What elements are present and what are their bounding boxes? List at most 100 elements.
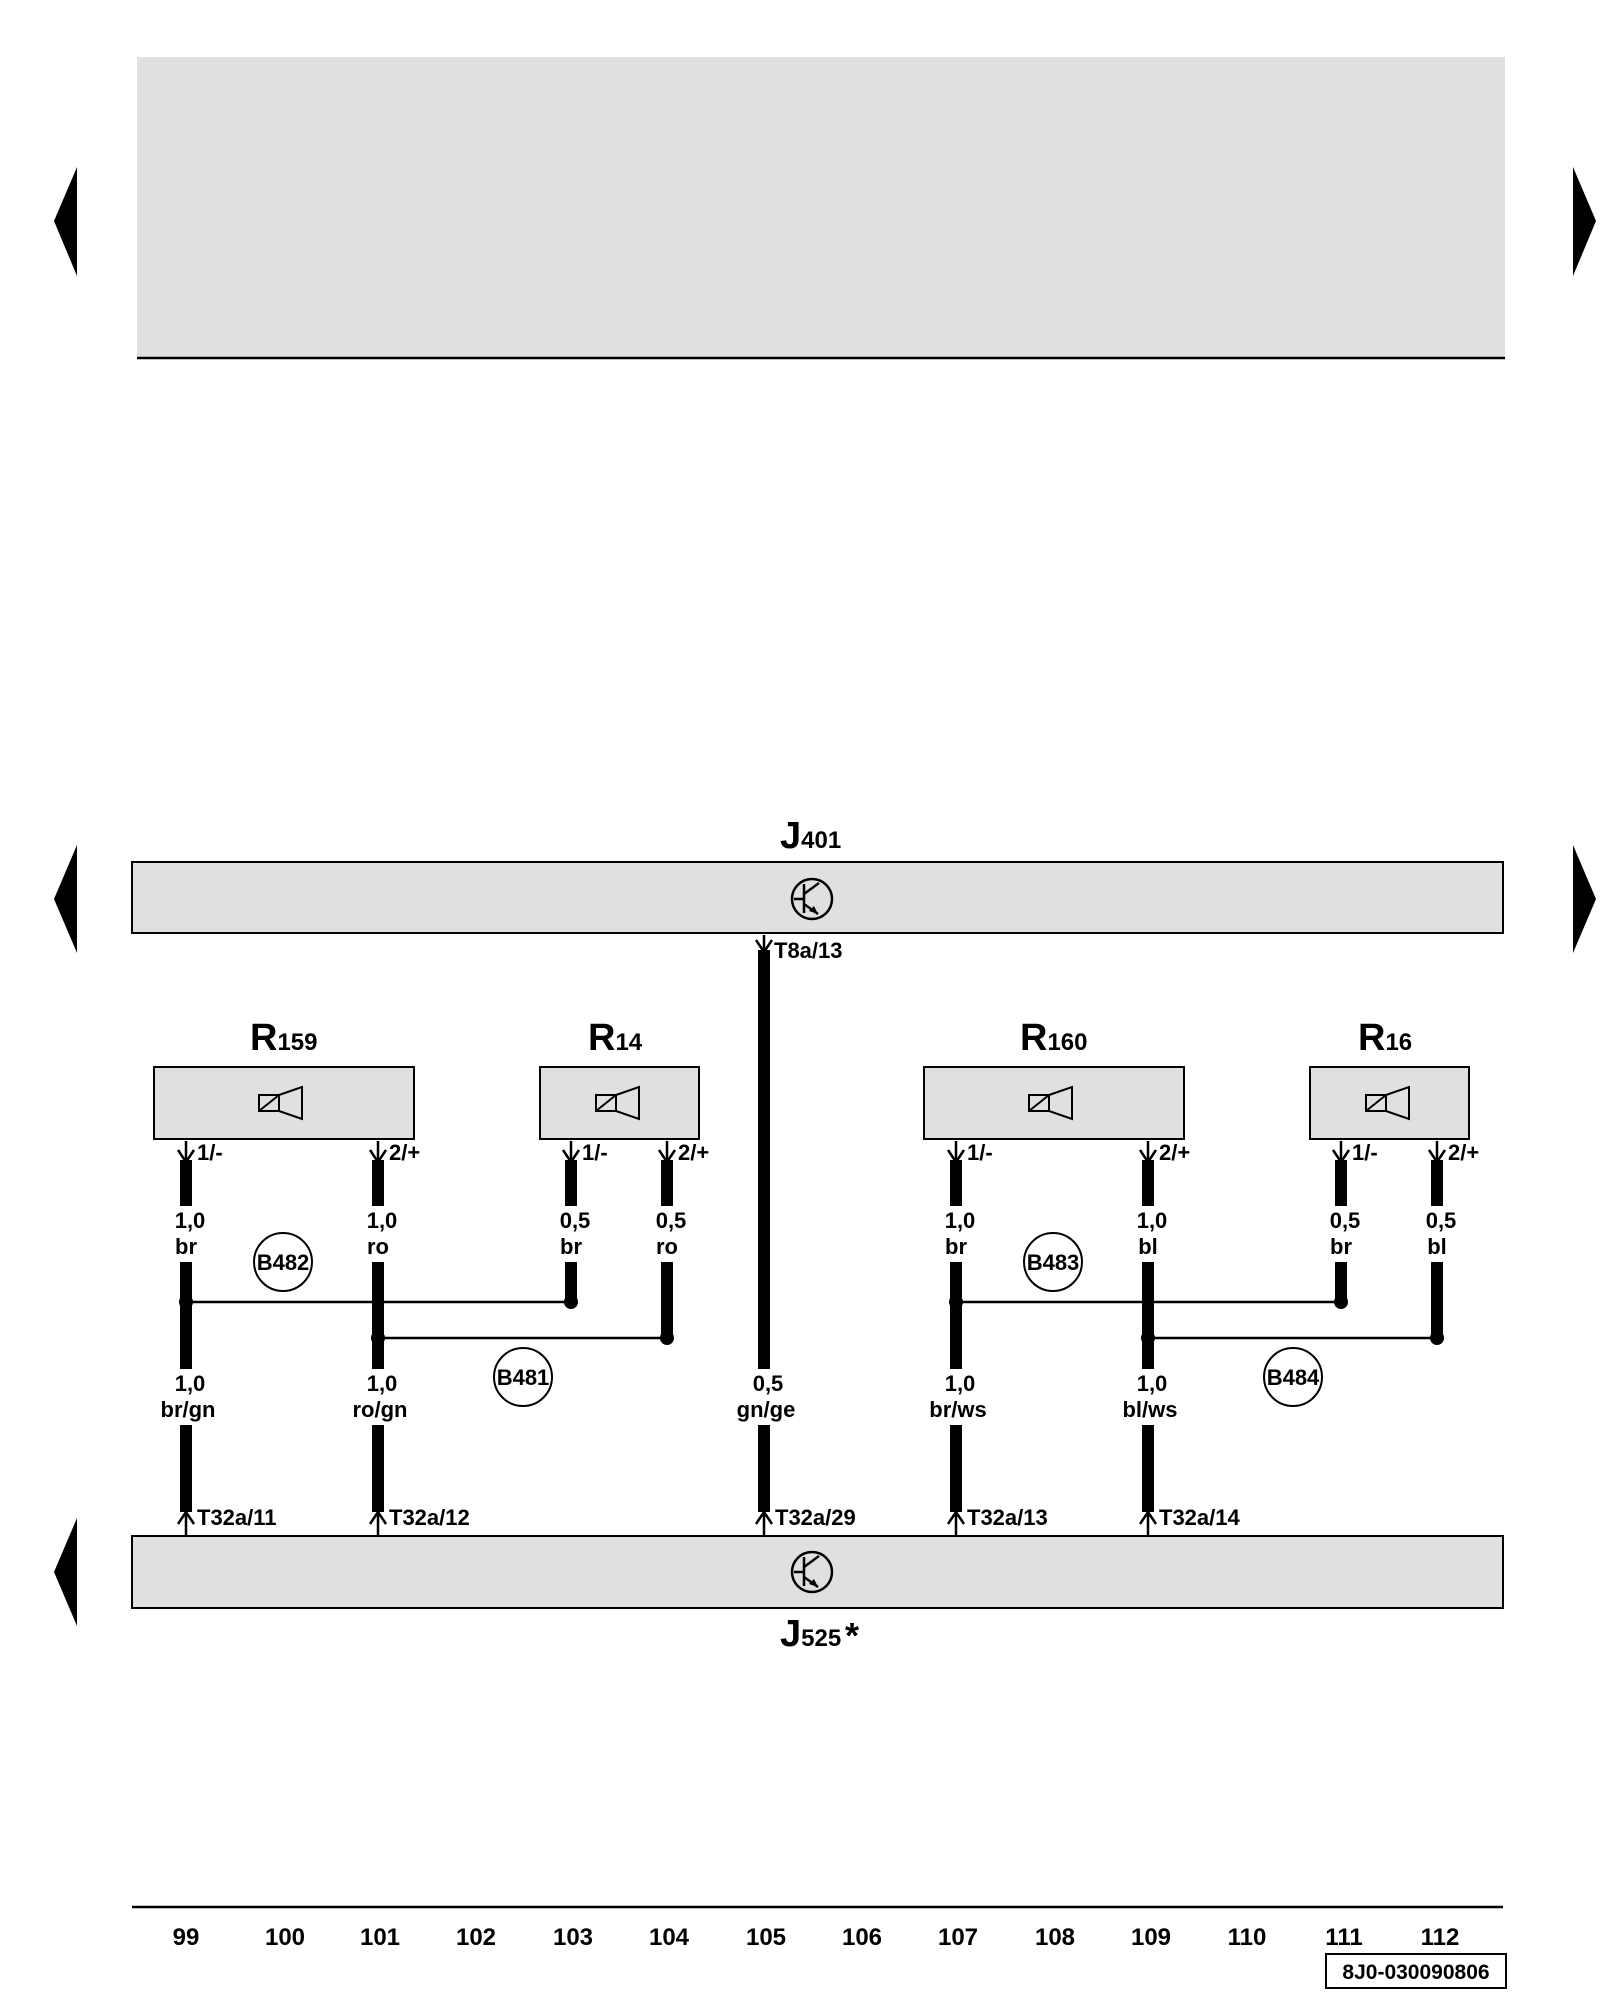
r159-body [153,1066,415,1140]
grid-number: 99 [173,1924,200,1951]
pin-r16-1: 1/- [1352,1140,1378,1165]
grid-number: 112 [1421,1924,1460,1951]
grid-number: 104 [649,1924,690,1951]
junction-dot [1334,1295,1348,1309]
speaker-icon [1028,1085,1073,1121]
control-unit-icon [790,877,834,921]
control-unit-icon [790,1550,834,1594]
wire-labels: 1,0 br 1,0 ro 0,5 br 0,5 ro 1,0 br 1,0 b… [161,1208,1457,1422]
junction-dot [564,1295,578,1309]
pin-t32a-13: T32a/13 [967,1505,1048,1530]
grid-number: 109 [1131,1924,1171,1951]
wire-109-top-size: 1,0 [1137,1208,1168,1233]
grid-number: 108 [1035,1924,1075,1951]
wire-104-size: 0,5 [656,1208,687,1233]
doc-id-box: 8J0-030090806 [1325,1953,1507,1989]
connection-b483-ring [1023,1232,1083,1292]
junction-links [179,1295,1444,1345]
connection-b481: B481 [497,1365,550,1390]
pin-t32a-12: T32a/12 [389,1505,470,1530]
grid-numbers: 99 100 101 102 103 104 105 106 107 108 1… [173,1924,1460,1951]
connection-b482-ring [253,1232,313,1292]
junction-dot [371,1331,385,1345]
speaker-icon [1365,1085,1410,1121]
r160-body [923,1066,1185,1140]
next-page-arrow-middle[interactable] [1573,845,1596,953]
speaker-icon [595,1085,640,1121]
connection-b484-ring [1263,1347,1323,1407]
j401-body [131,861,1504,934]
pin-r160-2: 2/+ [1159,1140,1190,1165]
connection-b484: B484 [1267,1365,1320,1390]
pin-r14-2: 2/+ [678,1140,709,1165]
grid-number: 101 [360,1924,400,1951]
junction-dot [1430,1331,1444,1345]
wire-99-top-color: br [175,1234,197,1259]
wire-107-top-size: 1,0 [945,1208,976,1233]
wires [180,950,1443,1512]
component-r160[interactable]: R160 [923,1017,1185,1140]
pin-t32a-11: T32a/11 [197,1505,277,1530]
wire-105-color: gn/ge [737,1397,796,1422]
pin-r159-2: 2/+ [389,1140,420,1165]
wire-111-size: 0,5 [1330,1208,1361,1233]
component-j401[interactable]: J401 [131,815,1504,934]
pin-markers: T8a/13 1/- 2/+ 1/- 2/+ 1/- 2/+ 1/- 2/+ T… [176,935,1479,1535]
pin-r159-1: 1/- [197,1140,223,1165]
wire-101-bot-color: ro/gn [353,1397,408,1422]
grid-number: 105 [746,1924,786,1951]
junction-dot [660,1331,674,1345]
wire-99-bot-size: 1,0 [175,1371,206,1396]
r14-body [539,1066,700,1140]
r160-label: R160 [1020,1017,1088,1059]
pin-r14-1: 1/- [582,1140,608,1165]
wire-112-size: 0,5 [1426,1208,1457,1233]
component-r159[interactable]: R159 [153,1017,415,1140]
grid-number: 110 [1228,1924,1267,1951]
r14-label: R14 [588,1017,643,1059]
wire-99-top-size: 1,0 [175,1208,206,1233]
wire-101-top-size: 1,0 [367,1208,398,1233]
prev-page-arrow-middle[interactable] [54,845,77,953]
r159-label: R159 [250,1017,318,1059]
pin-t32a-14: T32a/14 [1159,1505,1240,1530]
wire-109-bot-size: 1,0 [1137,1371,1168,1396]
grid-number: 111 [1325,1924,1362,1951]
j525-label: J525 [780,1613,841,1655]
j401-label: J401 [780,815,841,857]
component-j525[interactable]: J525 * [131,1535,1504,1656]
grid-number: 103 [553,1924,593,1951]
speaker-icon [258,1085,303,1121]
junction-dot [1141,1331,1155,1345]
pin-r160-1: 1/- [967,1140,993,1165]
wire-109-top-color: bl [1138,1234,1158,1259]
grid-number: 107 [938,1924,978,1951]
wire-105-size: 0,5 [753,1371,784,1396]
grid-number: 106 [842,1924,882,1951]
wire-109-bot-color: bl/ws [1122,1397,1177,1422]
top-panel [137,57,1505,357]
prev-page-arrow-bottom[interactable] [54,1518,77,1626]
wire-103-size: 0,5 [560,1208,591,1233]
prev-page-arrow-top[interactable] [54,167,77,276]
grid-number: 102 [456,1924,496,1951]
next-page-arrow-top[interactable] [1573,167,1596,276]
wire-101-bot-size: 1,0 [367,1371,398,1396]
doc-id: 8J0-030090806 [1342,1961,1489,1984]
connection-b481-ring [493,1347,553,1407]
wire-103-color: br [560,1234,582,1259]
component-r14[interactable]: R14 [539,1017,700,1140]
wire-111-color: br [1330,1234,1352,1259]
wire-107-top-color: br [945,1234,967,1259]
wire-99-bot-color: br/gn [161,1397,216,1422]
j525-body [131,1535,1504,1609]
pin-t8a-13: T8a/13 [774,938,843,963]
r16-label: R16 [1358,1017,1412,1059]
junction-dot [179,1295,193,1309]
connection-points[interactable]: B482 B481 B483 B484 [253,1232,1323,1407]
j525-asterisk: * [845,1615,859,1656]
r16-body [1309,1066,1470,1140]
wire-101-top-color: ro [367,1234,389,1259]
component-r16[interactable]: R16 [1309,1017,1470,1140]
